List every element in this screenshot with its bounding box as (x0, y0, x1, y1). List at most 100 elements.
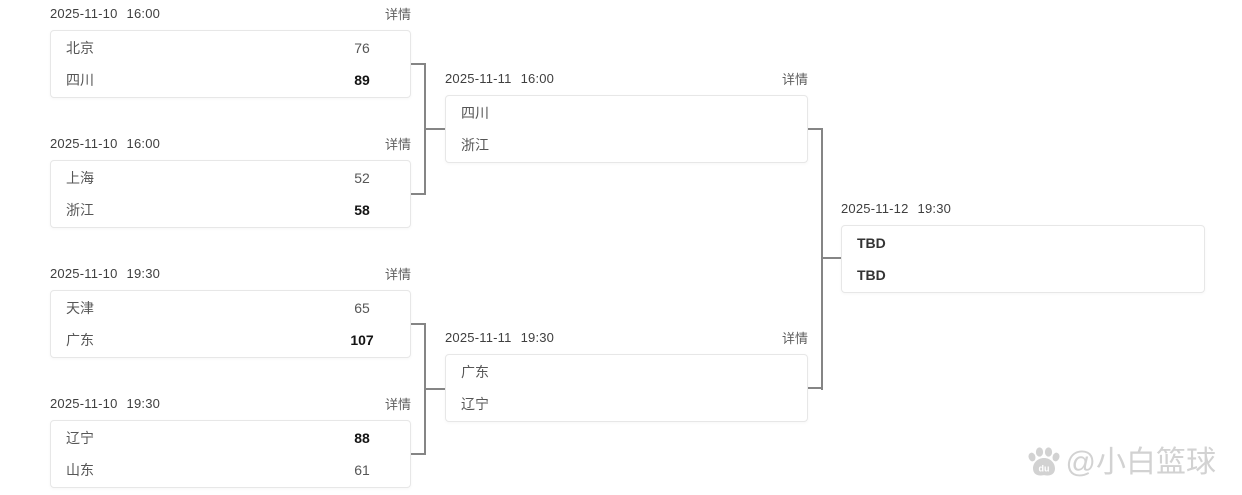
match-box: 上海 52 浙江 58 (50, 160, 411, 228)
match-date-text: 2025-11-10 (50, 135, 118, 151)
details-link[interactable]: 详情 (384, 136, 411, 152)
team-name: 浙江 (461, 137, 489, 153)
match-time-text: 16:00 (126, 135, 161, 151)
team-row: 浙江 58 (51, 194, 410, 226)
team-row: 天津 65 (51, 292, 410, 324)
match-card-final: 2025-11-12 19:30 TBD TBD (841, 199, 1205, 293)
match-header: 2025-11-11 16:00 详情 (445, 69, 808, 87)
match-box: 四川 浙江 (445, 95, 808, 163)
details-link[interactable]: 详情 (384, 266, 411, 282)
team-score-winner: 58 (354, 202, 370, 218)
team-name: 辽宁 (461, 396, 489, 412)
details-link[interactable]: 详情 (781, 71, 808, 87)
match-time-text: 19:30 (126, 265, 161, 281)
match-box: 广东 辽宁 (445, 354, 808, 422)
baidu-paw-icon-label: du (1038, 464, 1049, 474)
team-row: TBD (842, 259, 1204, 291)
team-score-winner: 89 (354, 72, 370, 88)
match-card-qf3: 2025-11-10 19:30 详情 天津 65 广东 107 (50, 264, 411, 358)
team-score: 76 (354, 40, 370, 56)
match-header: 2025-11-10 16:00 详情 (50, 134, 411, 152)
team-row: 广东 (446, 356, 807, 388)
match-datetime: 2025-11-10 19:30 (50, 396, 160, 411)
match-box: 北京 76 四川 89 (50, 30, 411, 98)
team-name: 辽宁 (66, 430, 94, 446)
connector-line (808, 128, 823, 130)
match-header: 2025-11-12 19:30 (841, 199, 1205, 217)
match-time-text: 19:30 (520, 329, 555, 345)
match-box: TBD TBD (841, 225, 1205, 293)
team-name: 广东 (66, 332, 94, 348)
connector-line (411, 453, 426, 455)
match-header: 2025-11-10 19:30 详情 (50, 394, 411, 412)
match-header: 2025-11-11 19:30 详情 (445, 328, 808, 346)
connector-line (426, 128, 445, 130)
details-link[interactable]: 详情 (384, 6, 411, 22)
team-row: 广东 107 (51, 324, 410, 356)
team-row: 山东 61 (51, 454, 410, 486)
team-row: 四川 89 (51, 64, 410, 96)
match-card-qf4: 2025-11-10 19:30 详情 辽宁 88 山东 61 (50, 394, 411, 488)
team-score-winner: 88 (354, 430, 370, 446)
connector-line (426, 388, 445, 390)
team-row: 四川 (446, 97, 807, 129)
match-date-text: 2025-11-11 (445, 70, 512, 86)
match-datetime: 2025-11-10 16:00 (50, 6, 160, 21)
match-date-text: 2025-11-10 (50, 265, 118, 281)
details-link[interactable]: 详情 (781, 330, 808, 346)
watermark: du @小白篮球 (1025, 446, 1216, 480)
match-box: 天津 65 广东 107 (50, 290, 411, 358)
match-date-text: 2025-11-10 (50, 5, 118, 21)
match-card-qf1: 2025-11-10 16:00 详情 北京 76 四川 89 (50, 4, 411, 98)
team-name: 四川 (461, 105, 489, 121)
connector-line (424, 63, 426, 195)
connector-line (411, 193, 426, 195)
match-date-text: 2025-11-12 (841, 200, 909, 216)
match-time-text: 16:00 (126, 5, 161, 21)
match-header: 2025-11-10 16:00 详情 (50, 4, 411, 22)
team-row: TBD (842, 227, 1204, 259)
match-card-sf2: 2025-11-11 19:30 详情 广东 辽宁 (445, 328, 808, 422)
team-score: 52 (354, 170, 370, 186)
match-time-text: 19:30 (126, 395, 161, 411)
match-datetime: 2025-11-10 16:00 (50, 136, 160, 151)
match-time-text: 19:30 (917, 200, 952, 216)
match-box: 辽宁 88 山东 61 (50, 420, 411, 488)
connector-line (411, 323, 426, 325)
match-date-text: 2025-11-11 (445, 329, 512, 345)
watermark-text: @小白篮球 (1065, 446, 1216, 479)
team-row: 辽宁 88 (51, 422, 410, 454)
team-row: 辽宁 (446, 388, 807, 420)
connector-line (821, 128, 823, 390)
team-score: 65 (354, 300, 370, 316)
match-time-text: 16:00 (520, 70, 555, 86)
team-row: 北京 76 (51, 32, 410, 64)
match-datetime: 2025-11-12 19:30 (841, 201, 951, 216)
team-name: 上海 (66, 170, 94, 186)
team-name: 北京 (66, 40, 94, 56)
baidu-paw-icon: du (1028, 447, 1060, 476)
team-row: 浙江 (446, 129, 807, 161)
match-header: 2025-11-10 19:30 详情 (50, 264, 411, 282)
connector-line (808, 387, 823, 389)
team-name: 四川 (66, 72, 94, 88)
team-row: 上海 52 (51, 162, 410, 194)
details-link[interactable]: 详情 (384, 396, 411, 412)
connector-line (823, 257, 841, 259)
team-score-winner: 107 (350, 332, 374, 348)
team-name: 山东 (66, 462, 94, 478)
connector-line (424, 323, 426, 455)
team-name-tbd: TBD (857, 267, 886, 283)
match-datetime: 2025-11-11 19:30 (445, 330, 554, 345)
team-score: 61 (354, 462, 370, 478)
team-name: 天津 (66, 300, 94, 316)
match-date-text: 2025-11-10 (50, 395, 118, 411)
match-datetime: 2025-11-10 19:30 (50, 266, 160, 281)
team-name-tbd: TBD (857, 235, 886, 251)
connector-line (411, 63, 426, 65)
team-name: 广东 (461, 364, 489, 380)
match-datetime: 2025-11-11 16:00 (445, 71, 554, 86)
match-card-sf1: 2025-11-11 16:00 详情 四川 浙江 (445, 69, 808, 163)
match-card-qf2: 2025-11-10 16:00 详情 上海 52 浙江 58 (50, 134, 411, 228)
